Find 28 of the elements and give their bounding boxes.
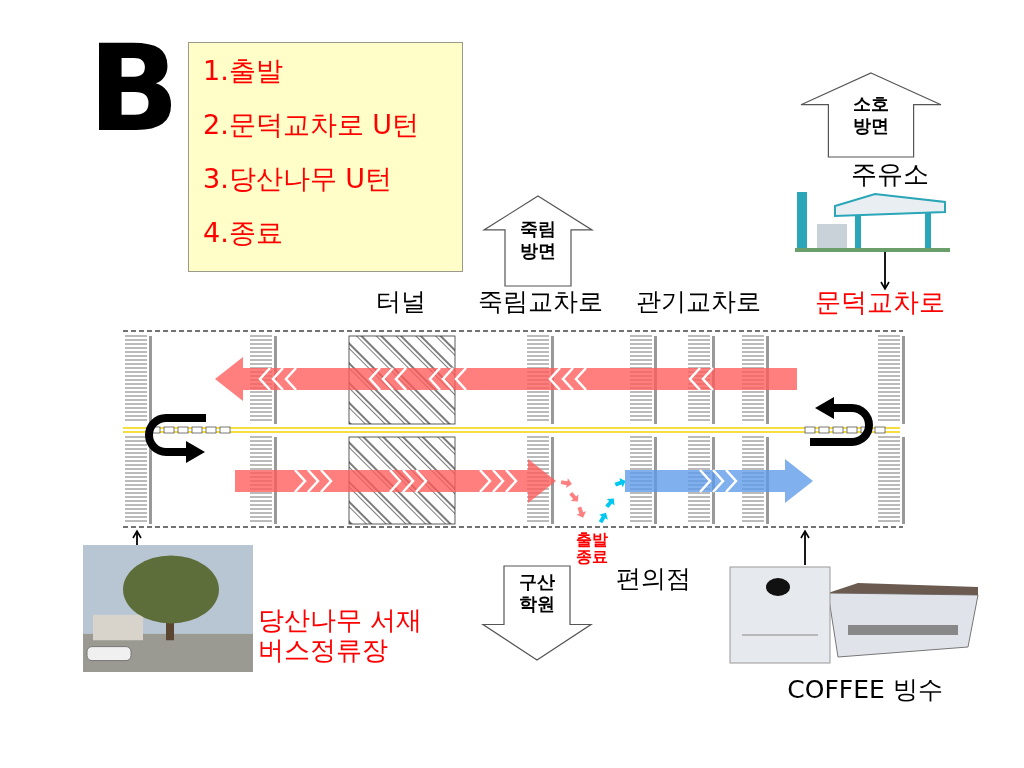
- direction-label: 소호 방면: [852, 92, 890, 137]
- road-drawing: [123, 328, 905, 530]
- step-text: 2.문덕교차로 U턴: [203, 109, 420, 141]
- arrow: [880, 251, 890, 290]
- panel-letter: B: [88, 20, 180, 158]
- place-label: 주유소: [850, 160, 930, 190]
- place-label: 터널: [376, 288, 426, 317]
- place-label: 편의점: [616, 565, 691, 594]
- direction-arrow: [800, 72, 942, 158]
- place-label: COFFEE 빙수: [786, 676, 944, 705]
- photo-drawing: [83, 545, 253, 672]
- step-text: 4.종료: [203, 217, 283, 249]
- direction-label: 구산 학원: [518, 571, 556, 615]
- direction-arrow: [483, 195, 593, 287]
- place-label: 문덕교차로: [815, 288, 945, 318]
- place-label: 관기교차로: [636, 288, 761, 317]
- note-box: [188, 42, 463, 272]
- photo-drawing: [728, 565, 978, 665]
- arrow: [800, 530, 810, 566]
- direction-label: 죽림 방면: [519, 217, 557, 262]
- place-label: 당산나무 서재 버스정류장: [258, 606, 424, 666]
- place-label: 죽림교차로: [478, 288, 603, 317]
- photo-drawing: [795, 192, 950, 252]
- route-label: 출발 종료: [575, 531, 609, 565]
- direction-arrow: [482, 565, 592, 661]
- step-text: 1.출발: [203, 55, 283, 87]
- step-text: 3.당산나무 U턴: [203, 163, 393, 195]
- arrow: [132, 530, 142, 546]
